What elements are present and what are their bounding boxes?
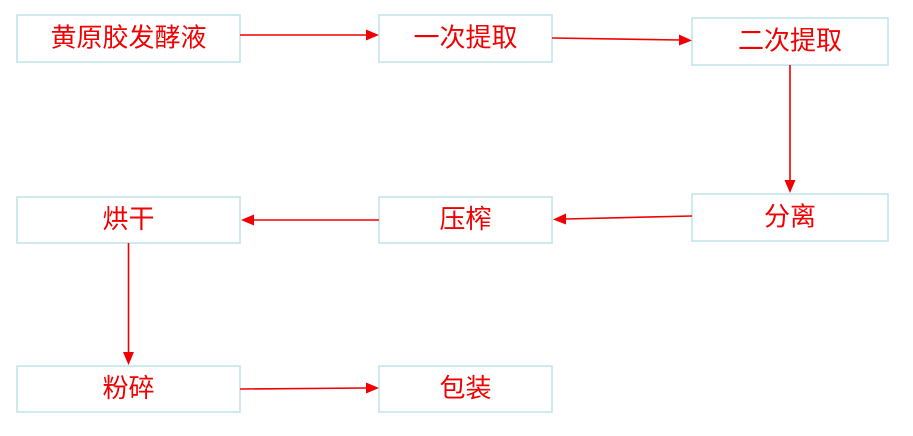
node-separation: 分离	[691, 193, 889, 242]
node-packaging: 包装	[378, 365, 553, 413]
node-label: 压榨	[439, 205, 491, 235]
node-first-extraction: 一次提取	[378, 14, 553, 63]
node-label: 烘干	[102, 205, 154, 235]
arrow-pressing-to-drying	[241, 214, 379, 226]
node-label: 包装	[439, 374, 491, 404]
arrow-first-to-second-extraction	[551, 34, 692, 46]
arrow-broth-to-first-extraction	[240, 29, 379, 41]
node-pressing: 压榨	[378, 196, 553, 244]
arrow-second-extraction-to-separation	[784, 65, 796, 193]
node-label: 分离	[764, 203, 816, 233]
node-label: 黄原胶发酵液	[50, 24, 206, 54]
arrow-drying-to-crushing	[123, 243, 134, 365]
node-second-extraction: 二次提取	[691, 17, 889, 66]
node-label: 粉碎	[102, 374, 154, 404]
arrow-separation-to-pressing	[553, 213, 693, 225]
node-drying: 烘干	[16, 196, 241, 244]
node-label: 一次提取	[413, 24, 517, 54]
node-fermentation-broth: 黄原胶发酵液	[16, 14, 241, 63]
node-label: 二次提取	[738, 27, 842, 57]
node-crushing: 粉碎	[16, 365, 241, 413]
arrow-crushing-to-packaging	[239, 382, 379, 394]
